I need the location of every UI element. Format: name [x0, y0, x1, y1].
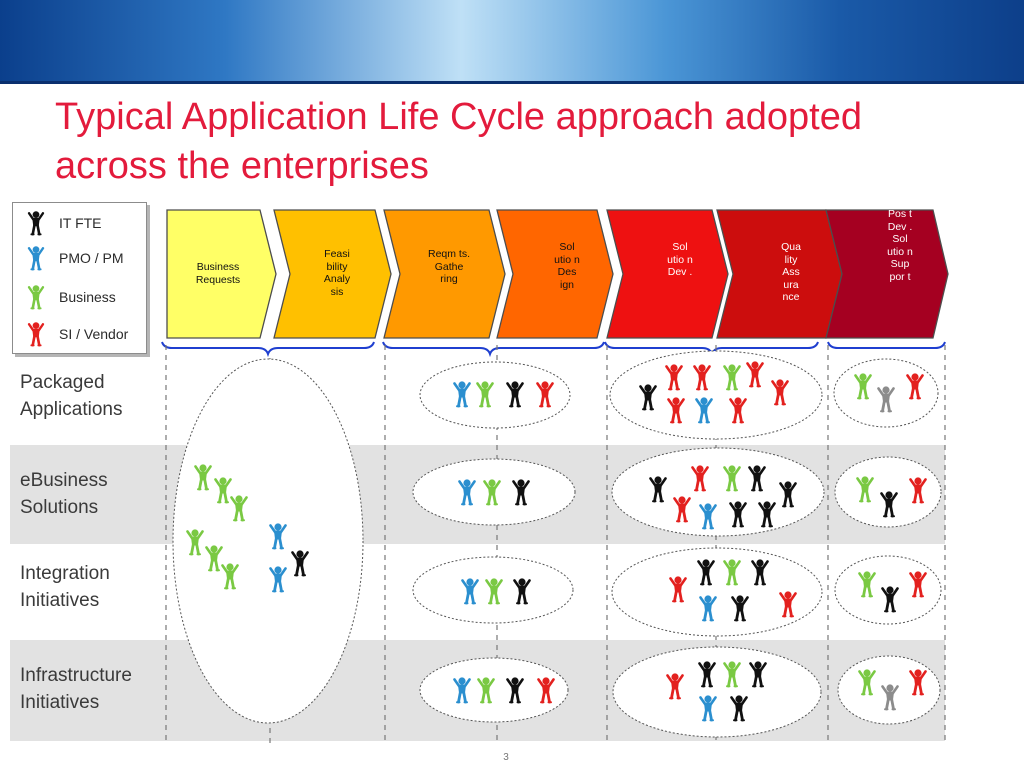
- legend-label: IT FTE: [59, 215, 102, 231]
- stage-chevron-7: [825, 209, 949, 339]
- group-ellipse: [609, 350, 823, 440]
- stage-chevron-2: [273, 209, 392, 339]
- legend-item-business: Business: [25, 282, 116, 312]
- group-ellipse: [611, 547, 823, 637]
- stage-label-solution-design: Sol utio n Des ign: [554, 241, 580, 291]
- group-ellipse: [612, 646, 822, 738]
- stage-label-post-dev-support: Pos t Dev . Sol utio n Sup por t: [887, 208, 913, 283]
- stage-chevron-4: [496, 209, 614, 339]
- page-number: 3: [503, 752, 509, 763]
- stage-chevron-1: [166, 209, 277, 339]
- brace-4: [827, 341, 946, 349]
- stage-chevron-3: [383, 209, 506, 339]
- legend-label: PMO / PM: [59, 250, 124, 266]
- row-label-packaged: Packaged Applications: [20, 372, 123, 420]
- group-ellipse: [419, 361, 571, 429]
- legend: IT FTE PMO / PM Business SI / Vendor: [12, 202, 147, 354]
- stage-chevron-5: [606, 209, 729, 339]
- stage-label-feasibility: Feasi bility Analy sis: [323, 248, 351, 298]
- group-ellipse-early: [172, 358, 364, 724]
- group-ellipse: [419, 657, 569, 723]
- brace-2: [382, 341, 605, 358]
- stage-label-solution-dev: Sol utio n Dev .: [667, 241, 693, 278]
- row-label-infrastructure: Infrastructure Initiatives: [20, 665, 132, 713]
- slide-title: Typical Application Life Cycle approach …: [55, 96, 862, 187]
- stage-label-quality-assurance: Qua lity Ass ura nce: [781, 241, 801, 303]
- legend-item-pmo: PMO / PM: [25, 243, 124, 273]
- header-banner: [0, 0, 1024, 84]
- stage-label-requirements: Reqm ts. Gathe ring: [428, 248, 471, 285]
- row-label-ebusiness: eBusiness Solutions: [20, 470, 108, 518]
- brace-1: [161, 341, 375, 358]
- legend-label: Business: [59, 289, 116, 305]
- stage-label-business-requests: Business Requests: [195, 261, 241, 286]
- legend-label: SI / Vendor: [59, 326, 129, 342]
- legend-item-vendor: SI / Vendor: [25, 319, 128, 349]
- group-ellipse: [611, 447, 825, 537]
- legend-item-it-fte: IT FTE: [25, 208, 102, 238]
- row-label-integration: Integration Initiatives: [20, 563, 110, 611]
